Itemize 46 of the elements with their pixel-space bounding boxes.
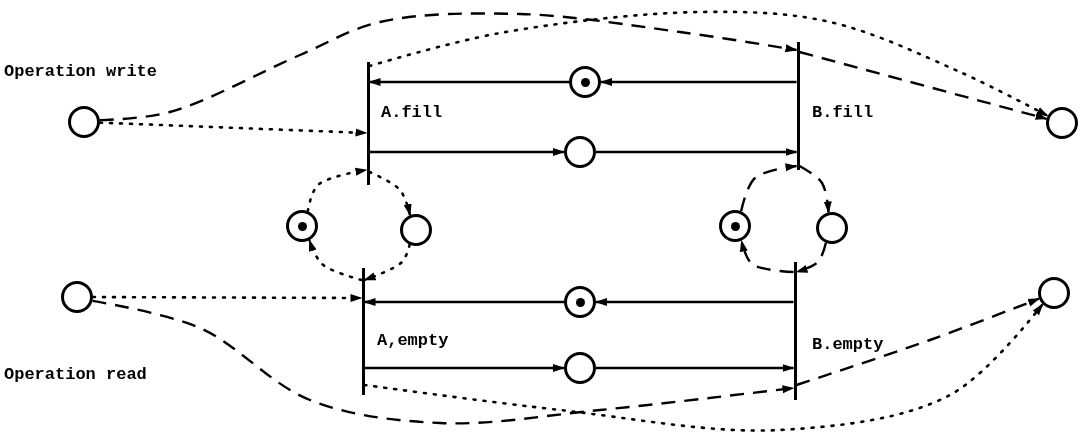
transition-label: A.fill [381, 104, 443, 121]
transition-bar [793, 262, 797, 400]
dashed-arc [740, 163, 798, 212]
operation-label: Operation read [4, 366, 147, 383]
place-circle [400, 214, 432, 246]
dashed-arc [739, 239, 794, 274]
operation-label: Operation write [4, 63, 158, 80]
dotted-arc [98, 121, 368, 137]
arc [363, 298, 564, 306]
place-circle [564, 352, 596, 384]
dashed-arc [92, 299, 795, 425]
place-circle [719, 210, 751, 242]
dotted-arc [363, 302, 1044, 432]
arc [368, 78, 569, 86]
dotted-arc [368, 10, 1049, 118]
transition-bar [361, 268, 365, 395]
place-circle [61, 281, 93, 313]
transition-label: B.fill [812, 104, 874, 121]
place-circle [816, 212, 848, 244]
dashed-arc [798, 164, 832, 214]
dotted-arc [306, 167, 368, 213]
arc [595, 298, 794, 306]
dotted-arc [308, 238, 363, 282]
place-circle [68, 106, 100, 138]
place-circle [564, 286, 596, 318]
place-circle [1038, 277, 1070, 309]
place-circle [1046, 107, 1078, 139]
dashed-arc [799, 50, 1048, 120]
dashed-arc [796, 297, 1040, 387]
transition-bar [796, 42, 800, 170]
dotted-arc [363, 243, 411, 282]
dotted-arc [91, 293, 363, 302]
dotted-arc [368, 170, 412, 217]
dashed-arc [99, 12, 798, 122]
arc [364, 364, 565, 372]
transition-label: B.empty [812, 336, 884, 353]
transition-label: A,empty [377, 332, 449, 349]
place-circle [564, 136, 596, 168]
place-circle [286, 210, 318, 242]
dashed-arc [795, 242, 828, 274]
transition-bar [366, 62, 370, 185]
arc [596, 148, 798, 156]
arc [600, 78, 797, 86]
place-circle [569, 66, 601, 98]
arc [596, 364, 795, 372]
arc [369, 148, 565, 156]
